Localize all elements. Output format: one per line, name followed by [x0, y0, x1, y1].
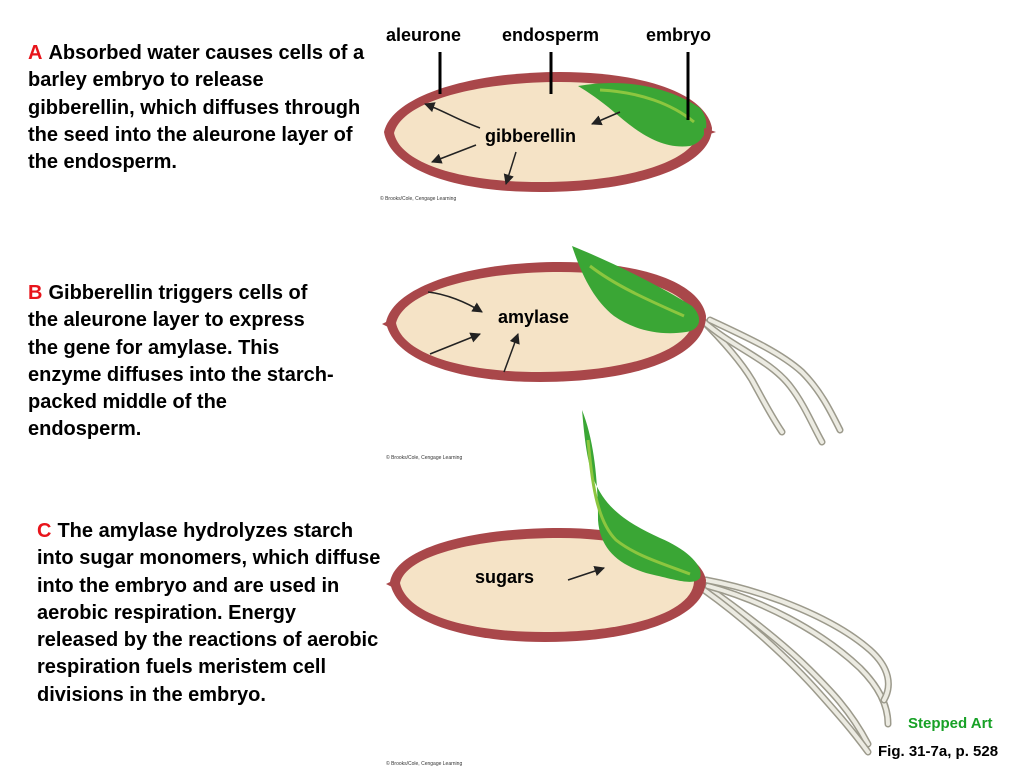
- seed-c-tip: [386, 580, 394, 588]
- roots-b: [696, 314, 844, 446]
- embryo-c-highlight: [586, 439, 691, 576]
- seed-b-tip: [382, 320, 390, 328]
- gibberellin-arrow-left: [431, 144, 477, 164]
- label-sugars: sugars: [475, 567, 535, 587]
- gibberellin-arrow-from-embryo: [591, 111, 621, 126]
- figure-reference: Fig. 31-7a, p. 528: [878, 743, 999, 760]
- caption-c-text: The amylase hydrolyzes starch into sugar…: [37, 520, 381, 706]
- label-gibberellin: gibberellin: [485, 126, 577, 146]
- label-embryo: embryo: [646, 25, 712, 45]
- stepped-art-label: Stepped Art: [908, 715, 993, 732]
- seed-a-tip: [704, 128, 716, 136]
- gibberellin-arrow-down: [503, 151, 517, 186]
- gibberellin-arrow-up: [424, 102, 481, 129]
- label-amylase: amylase: [498, 307, 570, 327]
- roots-c: [696, 576, 892, 756]
- amylase-arrow-left: [429, 332, 481, 355]
- credit-c: © Brooks/Cole, Cengage Learning: [386, 761, 463, 767]
- seed-c-endosperm: [400, 538, 694, 632]
- caption-a-letter: A: [28, 42, 43, 64]
- embryo-b-highlight: [589, 264, 685, 318]
- embryo-b: [572, 246, 700, 334]
- amylase-arrow-top: [427, 291, 483, 313]
- seed-c: [386, 410, 892, 756]
- caption-b-letter: B: [28, 282, 43, 304]
- credit-a: © Brooks/Cole, Cengage Learning: [380, 196, 457, 202]
- embryo-a: [578, 82, 707, 147]
- caption-a-text: Absorbed water causes cells of a barley …: [28, 42, 365, 174]
- label-aleurone: aleurone: [386, 25, 462, 45]
- seed-a: [384, 52, 716, 192]
- amylase-arrow-bottom: [503, 333, 520, 373]
- sugars-arrow: [567, 566, 605, 581]
- label-endosperm: endosperm: [502, 25, 600, 45]
- embryo-c: [582, 410, 701, 582]
- seed-b: [382, 246, 844, 446]
- caption-c-letter: C: [37, 520, 52, 542]
- caption-b-text: Gibberellin triggers cells of the aleuro…: [28, 282, 334, 441]
- credit-b: © Brooks/Cole, Cengage Learning: [386, 455, 463, 461]
